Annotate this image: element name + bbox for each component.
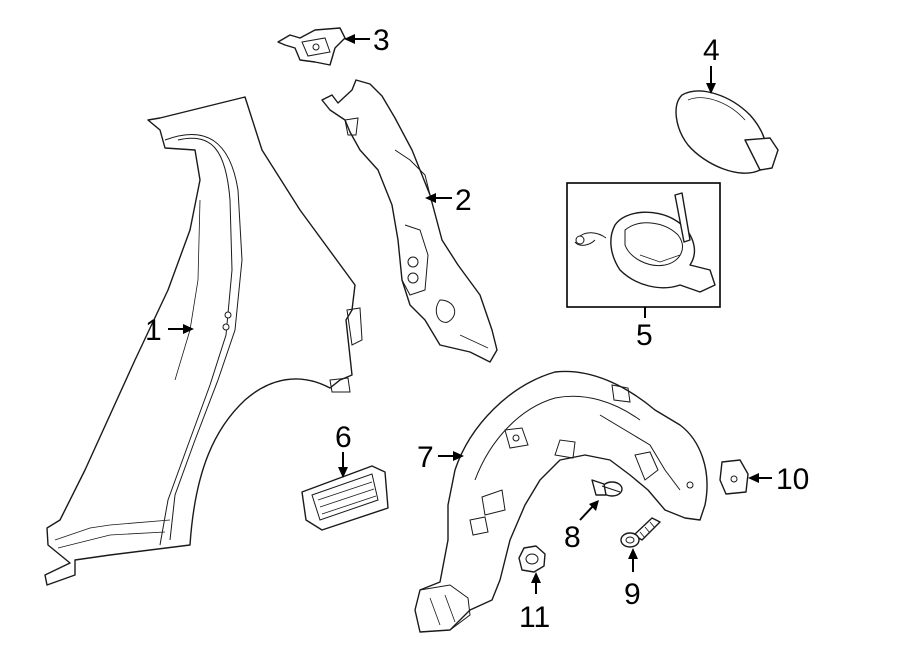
svg-text:2: 2 — [455, 184, 472, 217]
callout-5: 5 — [636, 307, 653, 352]
nut — [518, 545, 546, 573]
callout-1: 1 — [145, 314, 194, 347]
inner-panel-reinforcement — [321, 79, 498, 363]
callout-9: 9 — [624, 548, 641, 611]
svg-text:9: 9 — [624, 578, 641, 611]
fuel-housing-kit — [566, 182, 721, 308]
callout-11: 11 — [519, 572, 550, 634]
svg-text:7: 7 — [417, 441, 434, 474]
callout-4: 4 — [703, 34, 720, 94]
pressure-vent — [301, 465, 389, 531]
wheelhouse-liner — [414, 370, 708, 633]
bracket — [277, 27, 346, 66]
svg-text:4: 4 — [703, 34, 720, 67]
svg-text:8: 8 — [564, 521, 581, 554]
callout-2: 2 — [425, 184, 472, 217]
push-clip — [591, 479, 623, 497]
svg-text:10: 10 — [776, 463, 809, 496]
callout-8: 8 — [564, 500, 599, 554]
callout-3: 3 — [344, 24, 390, 57]
fuel-door — [675, 90, 779, 174]
clip-nut — [719, 459, 749, 495]
screw — [620, 517, 661, 548]
svg-text:11: 11 — [519, 601, 550, 634]
svg-text:6: 6 — [335, 421, 352, 454]
kit-box — [566, 182, 721, 308]
quarter-panel — [44, 96, 363, 586]
svg-text:3: 3 — [373, 24, 390, 57]
callout-10: 10 — [748, 463, 809, 496]
callout-6: 6 — [335, 421, 352, 478]
svg-text:5: 5 — [636, 319, 653, 352]
callout-7: 7 — [417, 441, 464, 474]
svg-text:1: 1 — [145, 314, 162, 347]
